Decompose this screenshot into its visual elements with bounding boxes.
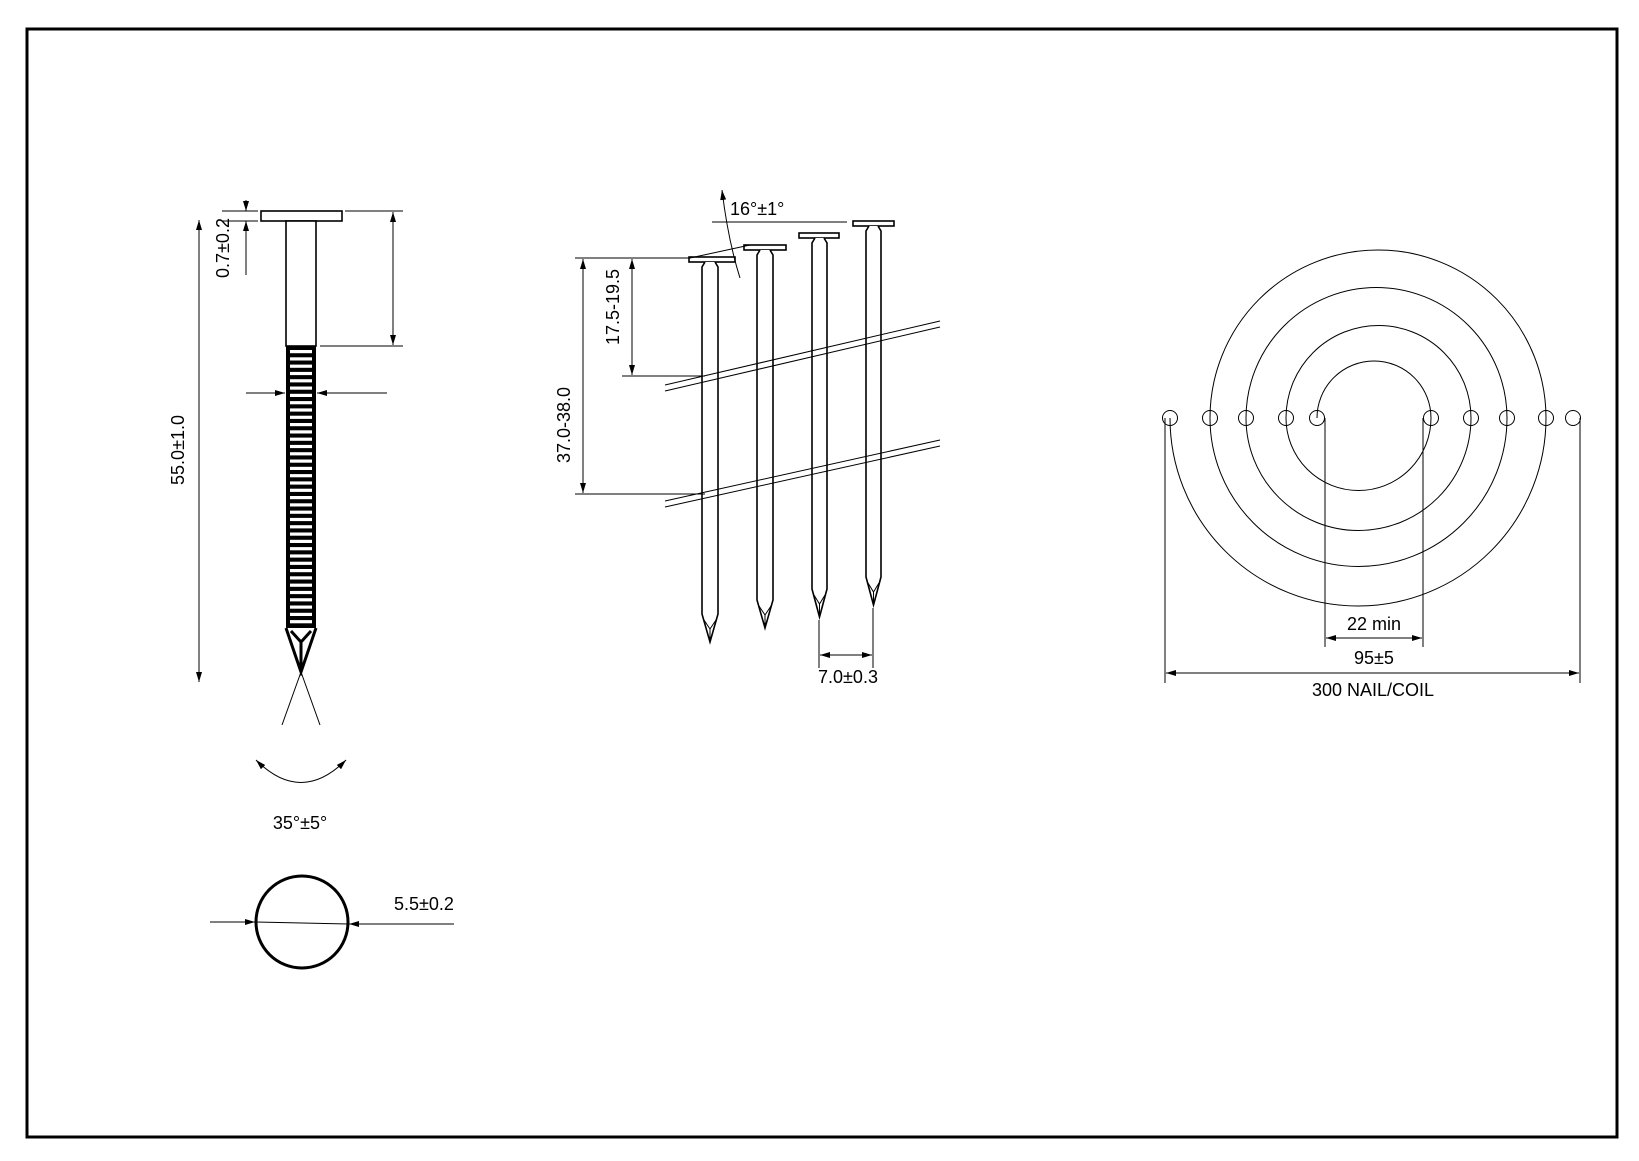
nail-shank — [756, 249, 774, 631]
coil-nail-section — [1162, 410, 1178, 426]
thread-ring — [290, 561, 312, 565]
nail-shank — [865, 225, 882, 609]
thread-ring — [290, 532, 312, 536]
thread-ring — [290, 620, 312, 624]
thread-ring — [290, 364, 312, 368]
thread-ring — [290, 466, 312, 470]
nail-head — [688, 256, 736, 263]
head-diameter-label: 5.5±0.2 — [394, 894, 454, 914]
thread-ring — [290, 517, 312, 522]
nail-head — [743, 244, 787, 251]
thread-ring — [290, 350, 312, 354]
nail-pitch-label: 7.0±0.3 — [818, 667, 878, 687]
thread-ring — [290, 605, 312, 609]
thread-ring — [290, 569, 312, 573]
thread-ring — [290, 371, 312, 376]
point-angle-label: 35°±5° — [273, 813, 327, 833]
thread-ring — [290, 576, 312, 580]
thread-ring — [290, 393, 312, 397]
collated-nails-view: 16°±1° 37.0-38.0 17.5-19.5 7.0±0.3 — [554, 189, 941, 687]
thread-ring — [290, 401, 312, 405]
thread-ring — [290, 437, 312, 441]
thread-ring — [290, 444, 312, 449]
nail-point — [867, 582, 880, 603]
coil-spiral — [1169, 249, 1547, 607]
drawing-border — [25, 27, 1619, 1139]
thread-ring — [290, 452, 312, 456]
coil-nail-section — [1463, 410, 1479, 426]
thread-ring — [290, 459, 312, 463]
nail-head — [798, 232, 840, 239]
thread-ring — [290, 423, 312, 427]
thread-ring — [290, 554, 312, 558]
coil-nail-section — [1202, 410, 1218, 426]
coil-view: 22 min 95±5 300 NAIL/COIL — [1162, 249, 1581, 700]
collated-nail — [852, 220, 895, 609]
thread-ring — [290, 496, 312, 500]
coil-nail-section — [1565, 410, 1581, 426]
inner-diameter-label: 22 min — [1347, 614, 1401, 634]
nail-shank — [285, 220, 317, 347]
collated-nail — [688, 256, 736, 645]
collation-angle-label: 16°±1° — [730, 199, 784, 219]
nail-head — [852, 220, 895, 227]
nail-count-label: 300 NAIL/COIL — [1312, 680, 1434, 700]
single-nail-view: 55.0±1.0 0.7±0.2 35°±5° 5.5±0.2 — [168, 200, 454, 970]
nail-shank — [701, 261, 719, 645]
thread-ring — [290, 583, 312, 587]
nail-point — [813, 594, 826, 615]
thread-ring — [290, 386, 312, 390]
thread-ring — [290, 488, 312, 492]
thread-body — [286, 346, 316, 628]
upper-wire — [664, 320, 941, 392]
thread-ring — [290, 481, 312, 485]
nail-head — [260, 210, 343, 222]
nail-point — [703, 619, 717, 640]
thread-ring — [290, 379, 312, 383]
coil-nail-section — [1538, 410, 1554, 426]
thread-ring — [290, 474, 312, 478]
thread-ring — [290, 503, 312, 507]
thread-ring — [290, 598, 312, 602]
thread-ring — [290, 408, 312, 412]
thread-ring — [290, 612, 312, 616]
nail-shank — [811, 237, 828, 621]
thread-ring — [290, 357, 312, 361]
thread-ring — [290, 415, 312, 419]
coil-nail-section — [1278, 410, 1294, 426]
collated-nail — [743, 244, 787, 631]
coil-nail-section — [1499, 410, 1515, 426]
upper-wire-distance-label: 17.5-19.5 — [603, 269, 623, 345]
nail-ring-threads — [286, 346, 316, 628]
coil-nail-section — [1238, 410, 1254, 426]
thread-ring — [290, 590, 312, 595]
nail-point — [284, 627, 318, 677]
head-thickness-label: 0.7±0.2 — [213, 218, 233, 278]
thread-ring — [290, 510, 312, 514]
overall-length-label: 55.0±1.0 — [168, 415, 188, 485]
thread-ring — [290, 525, 312, 529]
outer-diameter-label: 95±5 — [1354, 648, 1394, 668]
thread-ring — [290, 539, 312, 543]
collated-nail — [798, 232, 840, 621]
thread-ring — [290, 430, 312, 434]
lower-wire-distance-label: 37.0-38.0 — [554, 387, 574, 463]
nail-point — [758, 605, 772, 626]
lower-wire — [664, 439, 941, 508]
thread-ring — [290, 547, 312, 551]
